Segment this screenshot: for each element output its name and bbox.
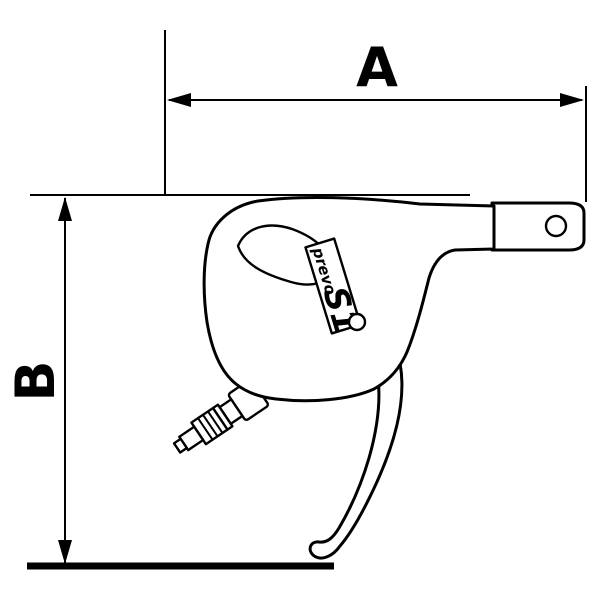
nozzle-hole (544, 214, 568, 238)
nozzle-fitting (490, 201, 586, 252)
inlet-tip-end (172, 437, 189, 454)
inlet-rib (197, 417, 214, 441)
dimension-a-label: A (356, 36, 398, 99)
trigger (308, 346, 404, 560)
inlet-rib (207, 410, 224, 434)
dimension-a-arrowhead-right (560, 93, 584, 107)
dimension-a-arrowhead-left (167, 93, 191, 107)
body-detail-circle (347, 312, 367, 332)
brand-logo-box (304, 237, 362, 335)
blow-gun: prevo S1 (172, 195, 586, 560)
dimension-b-arrowhead-bottom (58, 540, 72, 564)
dimension-b-label: B (4, 360, 67, 401)
dimension-b-arrowhead-top (58, 197, 72, 221)
dimension-b: B (4, 194, 470, 564)
inlet-rib (202, 414, 219, 437)
dimension-a: A (164, 30, 587, 202)
